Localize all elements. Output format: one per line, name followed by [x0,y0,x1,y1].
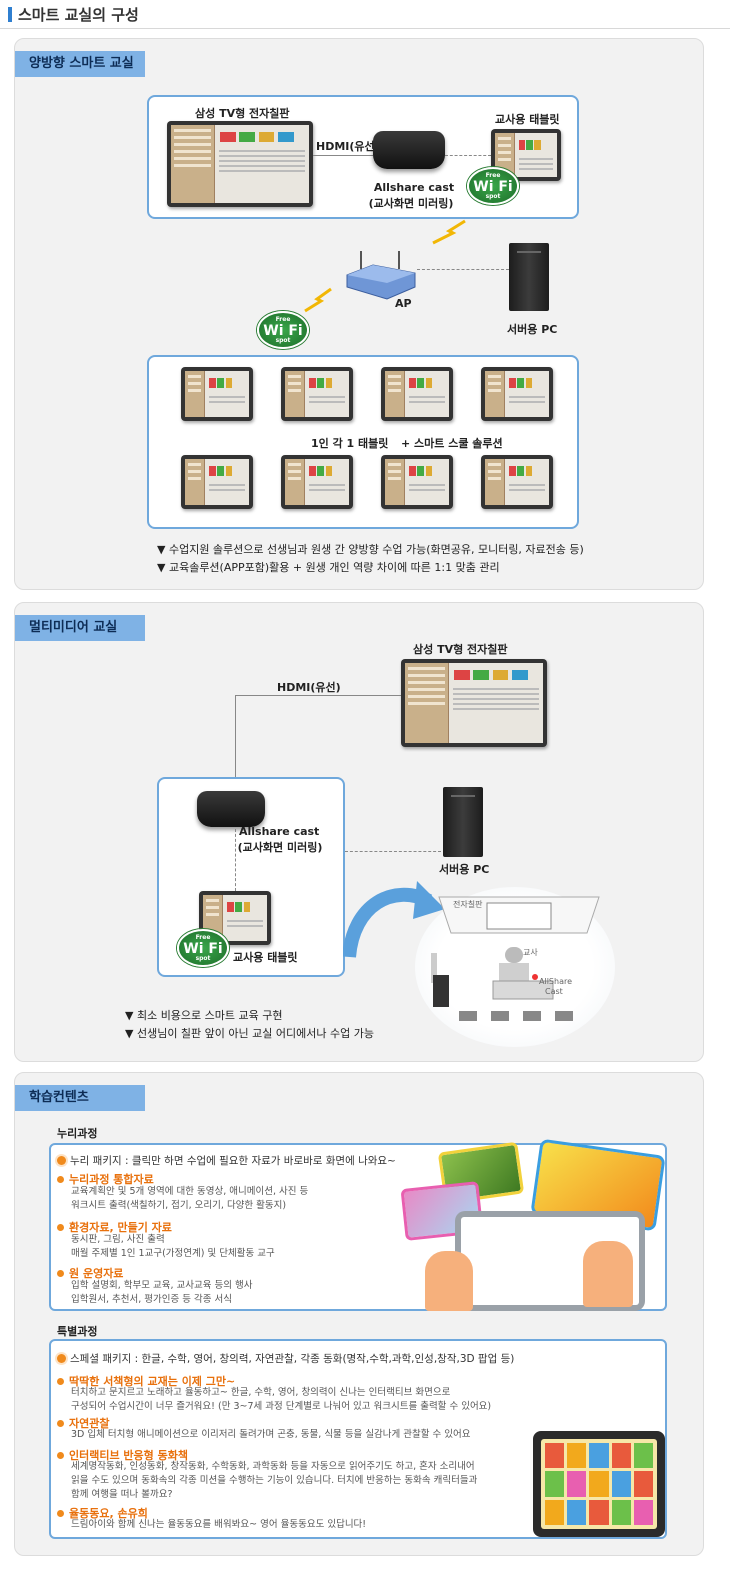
student-tablet [381,367,453,421]
solution-label: + 스마트 스쿨 솔루션 [401,437,503,450]
special-item-body: 터치하고 문지르고 노래하고 율동하고~ 한글, 수학, 영어, 창의력이 신나… [71,1387,492,1412]
page-title: 스마트 교실의 구성 [8,4,139,25]
mm-bullet-1: ▼ 최소 비용으로 스마트 교육 구현 [125,1009,283,1022]
interactive-bullet-2: ▼ 교육솔루션(APP포함)활용 + 원생 개인 역량 차이에 따른 1:1 맞… [157,561,500,574]
tv-screen [167,121,313,207]
room-teacher-label: 교사 [523,948,538,957]
cast-tablet-link [445,155,491,156]
classroom-scene [431,896,600,1021]
section-tab-multimedia: 멀티미디어 교실 [15,615,145,641]
special-item-head: 딱딱한 서책형의 교재는 이제 그만~ [57,1373,235,1389]
student-tablet [281,367,353,421]
special-item-head: 인터랙티브 반응형 동화책 [57,1447,188,1463]
special-item-body: 드림아이와 함께 신나는 율동동요를 배워봐요~ 영어 율동동요도 있답니다! [71,1519,367,1530]
section-tab-contents: 학습컨텐츠 [15,1085,145,1111]
mm-hdmi-label: HDMI(유선) [277,681,341,694]
mm-teacher-tablet [199,891,271,945]
nuri-package: 누리 패키지 : 클릭만 하면 수업에 필요한 자료가 바로바로 화면에 나와요… [57,1153,396,1168]
nuri-item-head: 환경자료, 만들기 자료 [57,1219,172,1235]
mm-hdmi-line [235,695,401,696]
orange-dot-icon [57,1156,66,1165]
special-box: 스페셜 패키지 : 한글, 수학, 영어, 창의력, 자연관찰, 각종 동화(명… [49,1339,667,1539]
special-item-head: 율동동요, 손유희 [57,1505,148,1521]
student-tablet [181,367,253,421]
interactive-bullet-1: ▼ 수업지원 솔루션으로 선생님과 원생 간 양방향 수업 가능(화면공유, 모… [157,543,584,556]
ap-label: AP [395,297,412,310]
cast-label-2: (교사화면 미러링) [368,197,454,210]
mm-bullet-2: ▼ 선생님이 칠판 앞이 아닌 교실 어디에서나 수업 가능 [125,1027,374,1040]
student-tablet [181,455,253,509]
mm-cast-tablet-link [235,829,236,891]
section-tab-interactive: 양방향 스마트 교실 [15,51,145,77]
special-title: 특별과정 [57,1325,98,1338]
nuri-title: 누리과정 [57,1127,98,1140]
ap-server-link [417,269,509,270]
tv-label: 삼성 TV형 전자칠판 [195,107,290,120]
mm-teacher-tablet-label: 교사용 태블릿 [233,951,298,964]
mm-tv-screen [401,659,547,747]
allshare-cast-device [373,131,445,169]
special-package: 스페셜 패키지 : 한글, 수학, 영어, 창의력, 자연관찰, 각종 동화(명… [57,1351,514,1366]
mm-cast-label-1: Allshare cast [239,825,320,838]
section-multimedia: 멀티미디어 교실 삼성 TV형 전자칠판 HDMI(유선) Allshare c… [14,602,704,1062]
mm-allshare-cast-device [197,791,265,827]
mm-server-pc [443,787,483,857]
mm-hdmi-line-vertical [235,695,236,791]
nuri-box: 누리 패키지 : 클릭만 하면 수업에 필요한 자료가 바로바로 화면에 나와요… [49,1138,667,1311]
special-item-body: 3D 입체 터치형 애니메이션으로 이리저리 돌려가며 곤충, 동물, 식물 등… [71,1429,471,1440]
student-tablet [281,455,353,509]
student-tablet [481,455,553,509]
room-cast-label-1: AllShare [539,977,573,986]
special-item-body: 세계명작동화, 인성동화, 창작동화, 수학동화, 과학동화 등을 자동으로 읽… [71,1461,478,1500]
hdmi-label: HDMI(유선) [316,140,380,153]
cast-label-1: Allshare cast [373,181,455,194]
orange-dot-icon [57,1354,66,1363]
student-tablet-label: 1인 각 1 태블릿 [311,437,389,450]
title-divider [0,28,730,29]
hdmi-line [313,155,373,156]
signal-bolt-icon-2 [304,287,332,313]
mm-server-label: 서버용 PC [439,863,490,876]
section-contents: 학습컨텐츠 누리과정 누리 패키지 : 클릭만 하면 수업에 필요한 자료가 바… [14,1072,704,1556]
right-hand-image [583,1241,633,1307]
special-item-head: 자연관찰 [57,1415,109,1431]
signal-bolt-icon [432,219,466,245]
special-tablet-illustration [533,1431,665,1537]
nuri-item-head: 누리과정 통합자료 [57,1171,154,1187]
student-tablet [381,455,453,509]
room-cast-label-2: Cast [545,987,563,996]
teacher-tablet-label: 교사용 태블릿 [495,113,560,126]
mm-box-server-link [345,851,441,852]
left-hand-image [425,1251,473,1311]
nuri-item-head: 원 운영자료 [57,1265,123,1281]
section-interactive: 양방향 스마트 교실 삼성 TV형 전자칠판 HDMI(유선) Allshare… [14,38,704,590]
title-bar-icon [8,7,12,22]
student-tablet [481,367,553,421]
server-label: 서버용 PC [507,323,558,336]
ap-router [346,251,416,300]
flow-arrow-icon [343,881,445,958]
mm-tv-label: 삼성 TV형 전자칠판 [413,643,508,656]
server-pc [509,243,549,311]
room-board-label: 전자칠판 [453,900,483,909]
mm-cast-label-2: (교사화면 미러링) [237,841,323,854]
